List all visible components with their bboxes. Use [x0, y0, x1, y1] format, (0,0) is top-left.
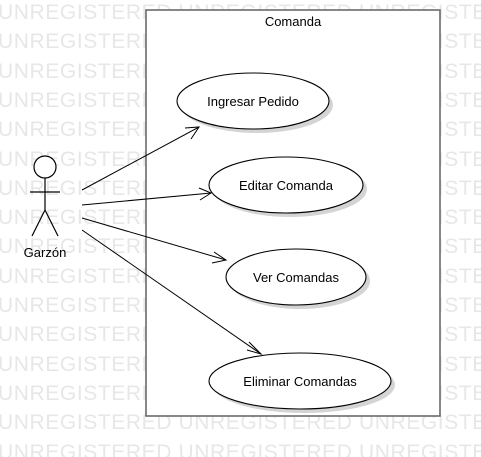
watermark-line: UNREGISTERED UNREGISTERED UNREGISTERED [0, 411, 481, 435]
association-ver-comandas[interactable] [81, 217, 228, 264]
use-case-ellipse [208, 156, 364, 214]
watermark-line: UNREGISTERED UNREGISTERED UNREGISTERED [0, 440, 481, 457]
use-case-label: Editar Comanda [239, 178, 334, 193]
association-eliminar-comandas[interactable] [81, 229, 263, 356]
association-ingresar-pedido[interactable] [81, 126, 200, 191]
associations [81, 126, 263, 356]
use-case-label: Ver Comandas [253, 270, 339, 285]
use-case-label: Eliminar Comandas [243, 374, 357, 389]
use-case-ingresar-pedido[interactable]: Ingresar Pedido [176, 72, 333, 133]
actor-garzon[interactable]: Garzón [24, 155, 67, 260]
actor-stick-figure-icon [30, 155, 60, 237]
actor-label: Garzón [24, 245, 67, 260]
use-case-ellipse [225, 248, 367, 306]
association-editar-comanda[interactable] [81, 187, 213, 206]
use-case-ellipse [176, 72, 330, 130]
use-case-label: Ingresar Pedido [207, 94, 299, 109]
system-title: Comanda [265, 14, 322, 29]
use-case-ver-comandas[interactable]: Ver Comandas [225, 248, 370, 309]
use-case-ellipse [208, 352, 392, 410]
use-case-editar-comanda[interactable]: Editar Comanda [208, 156, 367, 217]
use-case-eliminar-comandas[interactable]: Eliminar Comandas [208, 352, 395, 413]
